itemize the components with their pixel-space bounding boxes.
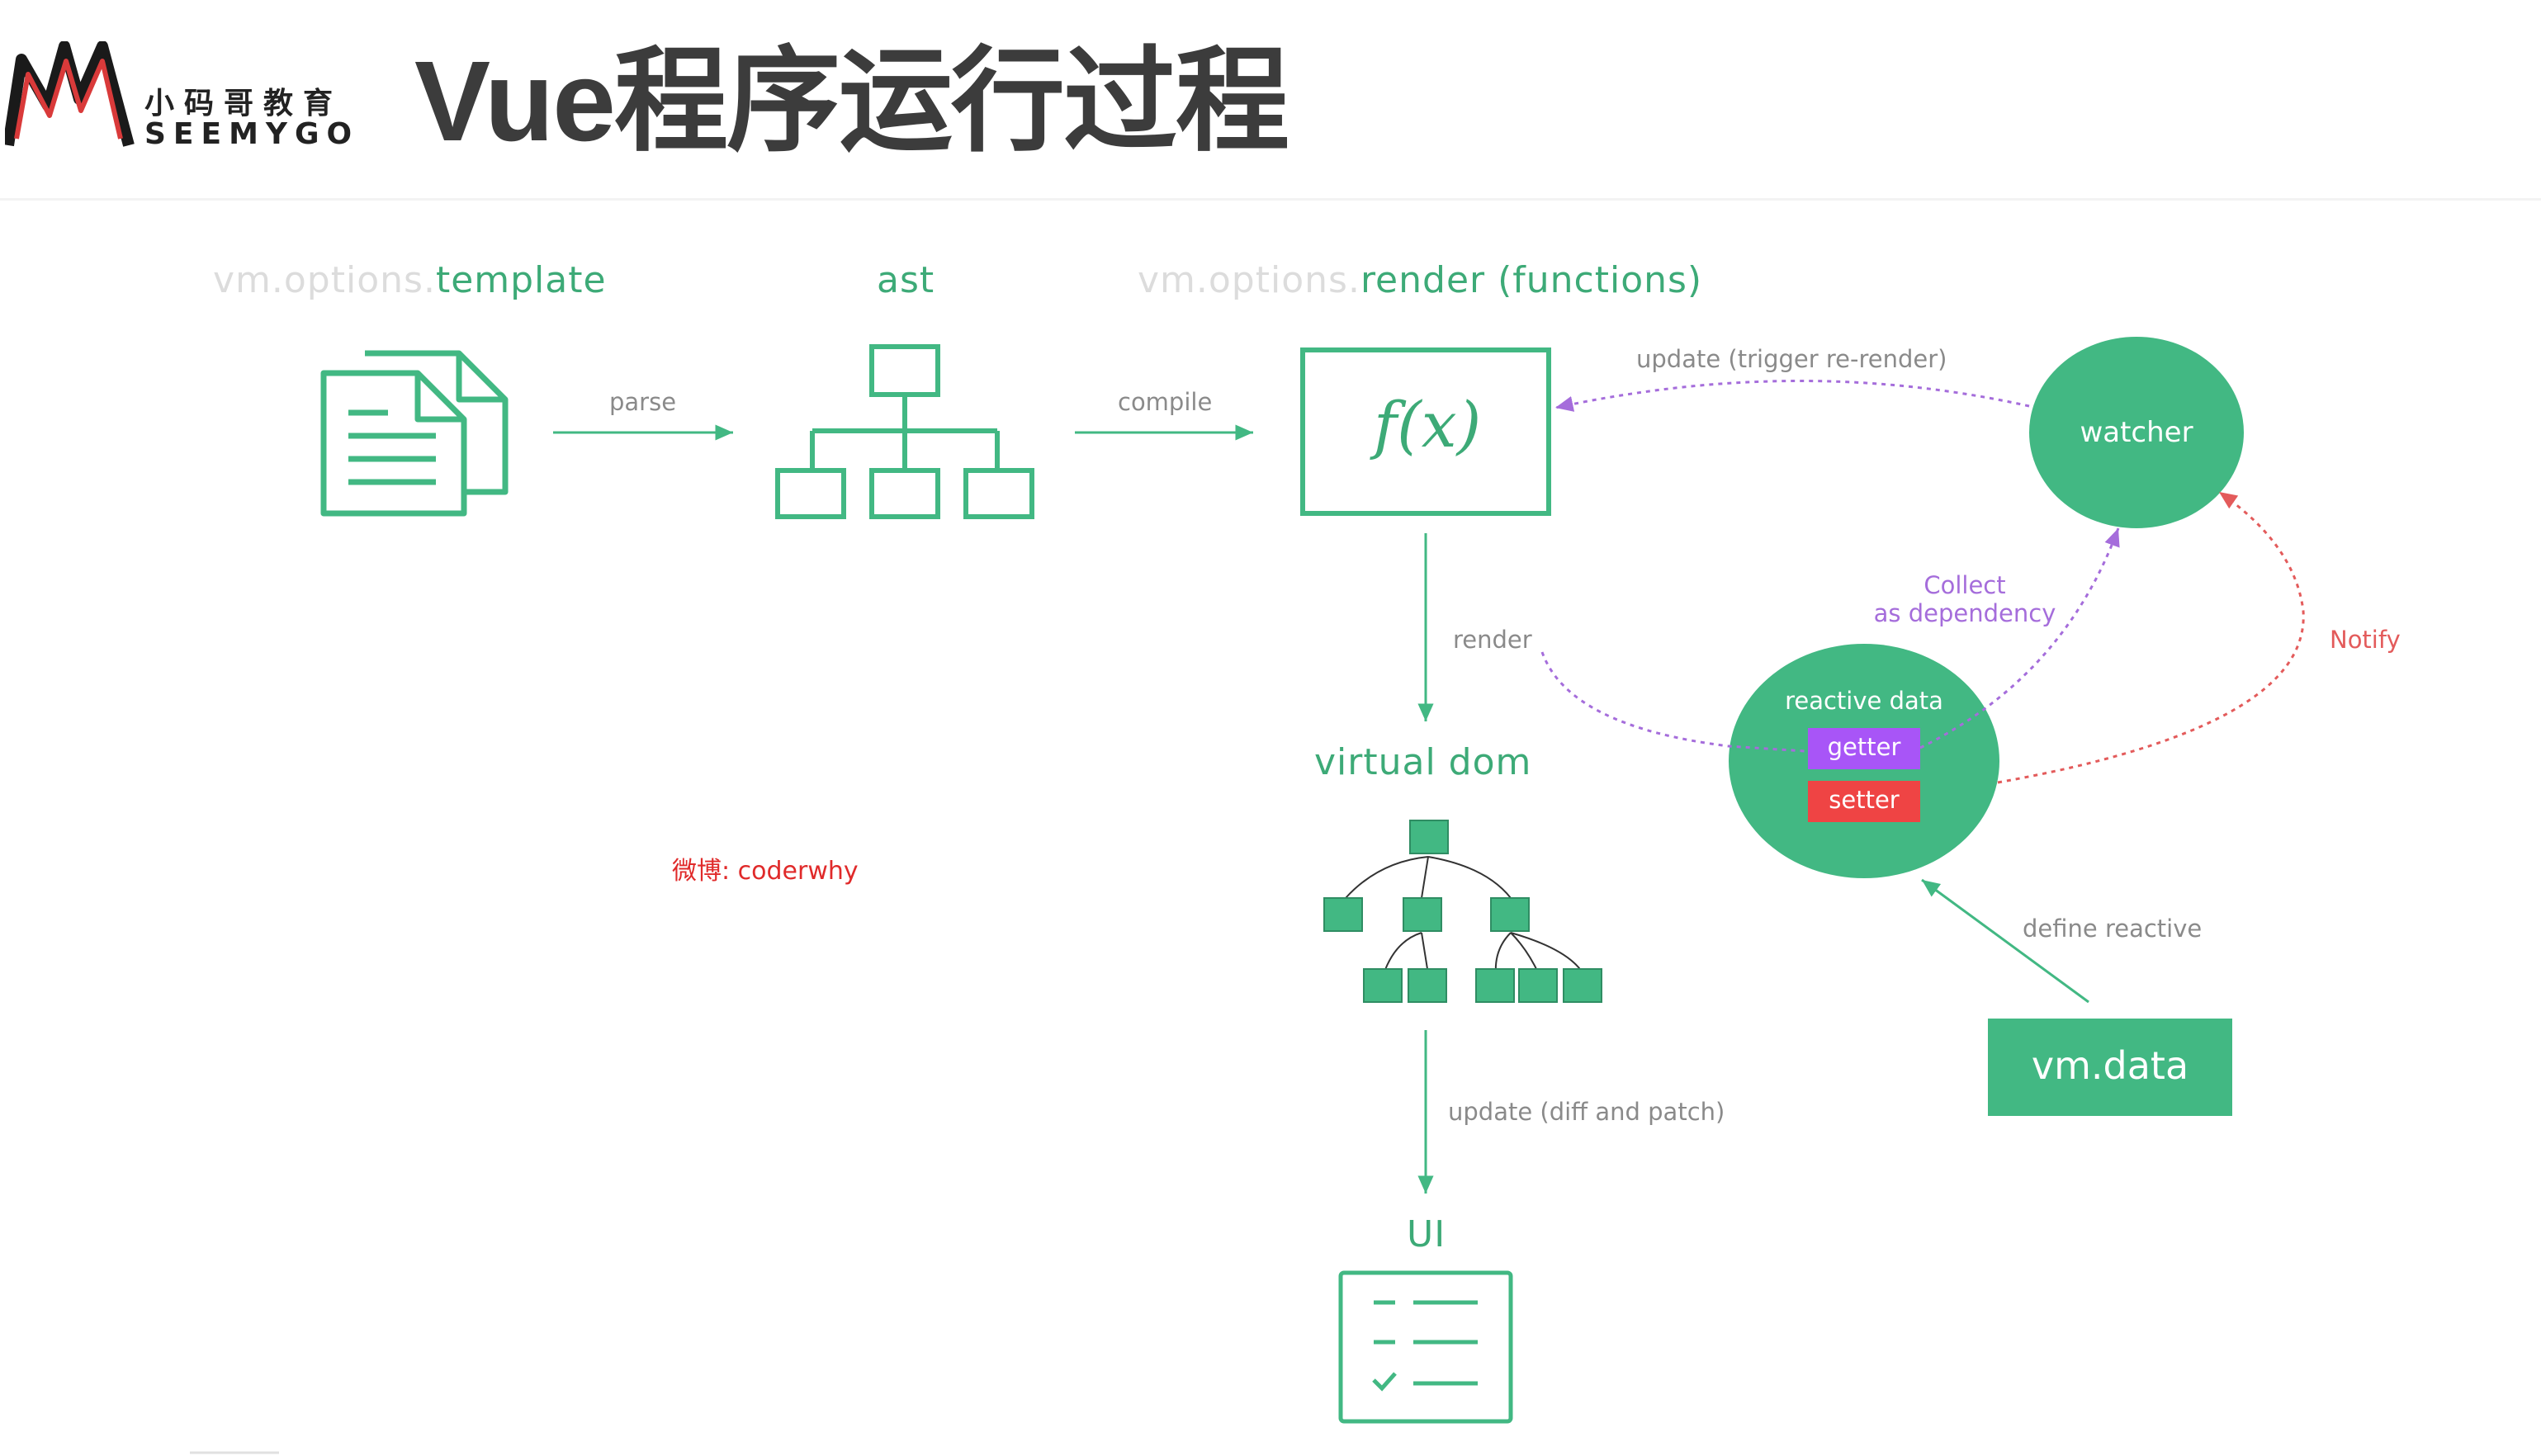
vm-data-box xyxy=(1988,1019,2232,1116)
ui-label: UI xyxy=(1407,1213,1446,1255)
render-functions-label: render (functions) xyxy=(1360,259,1703,301)
ui-checklist-icon xyxy=(1338,1270,1513,1424)
notify-label: Notify xyxy=(2330,626,2401,654)
update-trigger-arrow xyxy=(1554,380,2030,412)
header-divider xyxy=(0,198,2541,201)
template-prefix: vm.options. xyxy=(213,259,436,301)
render-function-box xyxy=(1300,347,1551,516)
reactive-data-label: reactive data xyxy=(1785,687,1943,715)
template-label: template xyxy=(435,259,607,301)
ast-tree-icon xyxy=(775,344,1034,519)
fx-label: f(x) xyxy=(1374,388,1482,461)
ast-label: ast xyxy=(877,259,935,301)
render-to-getter-dashed xyxy=(1540,651,1805,753)
template-document-icon xyxy=(320,350,509,517)
as-dependency-label: as dependency xyxy=(1873,599,2056,627)
logo-english-text: SEEMYGO xyxy=(144,117,360,151)
watcher-label: watcher xyxy=(2080,416,2193,449)
virtual-dom-tree-icon xyxy=(1323,820,1602,1003)
watcher-circle xyxy=(2029,337,2244,528)
collect-label: Collect xyxy=(1923,571,2006,599)
render-arrow-label: render xyxy=(1453,626,1532,654)
weibo-watermark: 微博: coderwhy xyxy=(672,857,859,886)
setter-badge xyxy=(1808,781,1920,822)
getter-badge xyxy=(1808,728,1920,769)
template-section-label: vm.options.template xyxy=(213,259,607,301)
compile-label: compile xyxy=(1118,388,1213,416)
vm-data-label: vm.data xyxy=(2031,1043,2189,1088)
seemygo-logo xyxy=(5,41,135,147)
render-section-label: vm.options.render (functions) xyxy=(1138,259,1702,301)
notify-arrow xyxy=(1997,490,2305,784)
render-prefix: vm.options. xyxy=(1138,259,1360,301)
logo-chinese-text: 小码哥教育 xyxy=(144,87,343,121)
define-reactive-label: define reactive xyxy=(2023,915,2203,943)
setter-label: setter xyxy=(1829,786,1900,814)
update-diff-label: update (diff and patch) xyxy=(1448,1098,1725,1126)
virtual-dom-label: virtual dom xyxy=(1314,741,1532,783)
define-reactive-arrow xyxy=(1921,878,2089,1004)
page-title: Vue程序运行过程 xyxy=(414,38,1289,165)
parse-label: parse xyxy=(609,388,677,416)
getter-label: getter xyxy=(1827,733,1901,761)
update-trigger-label: update (trigger re-render) xyxy=(1636,345,1947,373)
